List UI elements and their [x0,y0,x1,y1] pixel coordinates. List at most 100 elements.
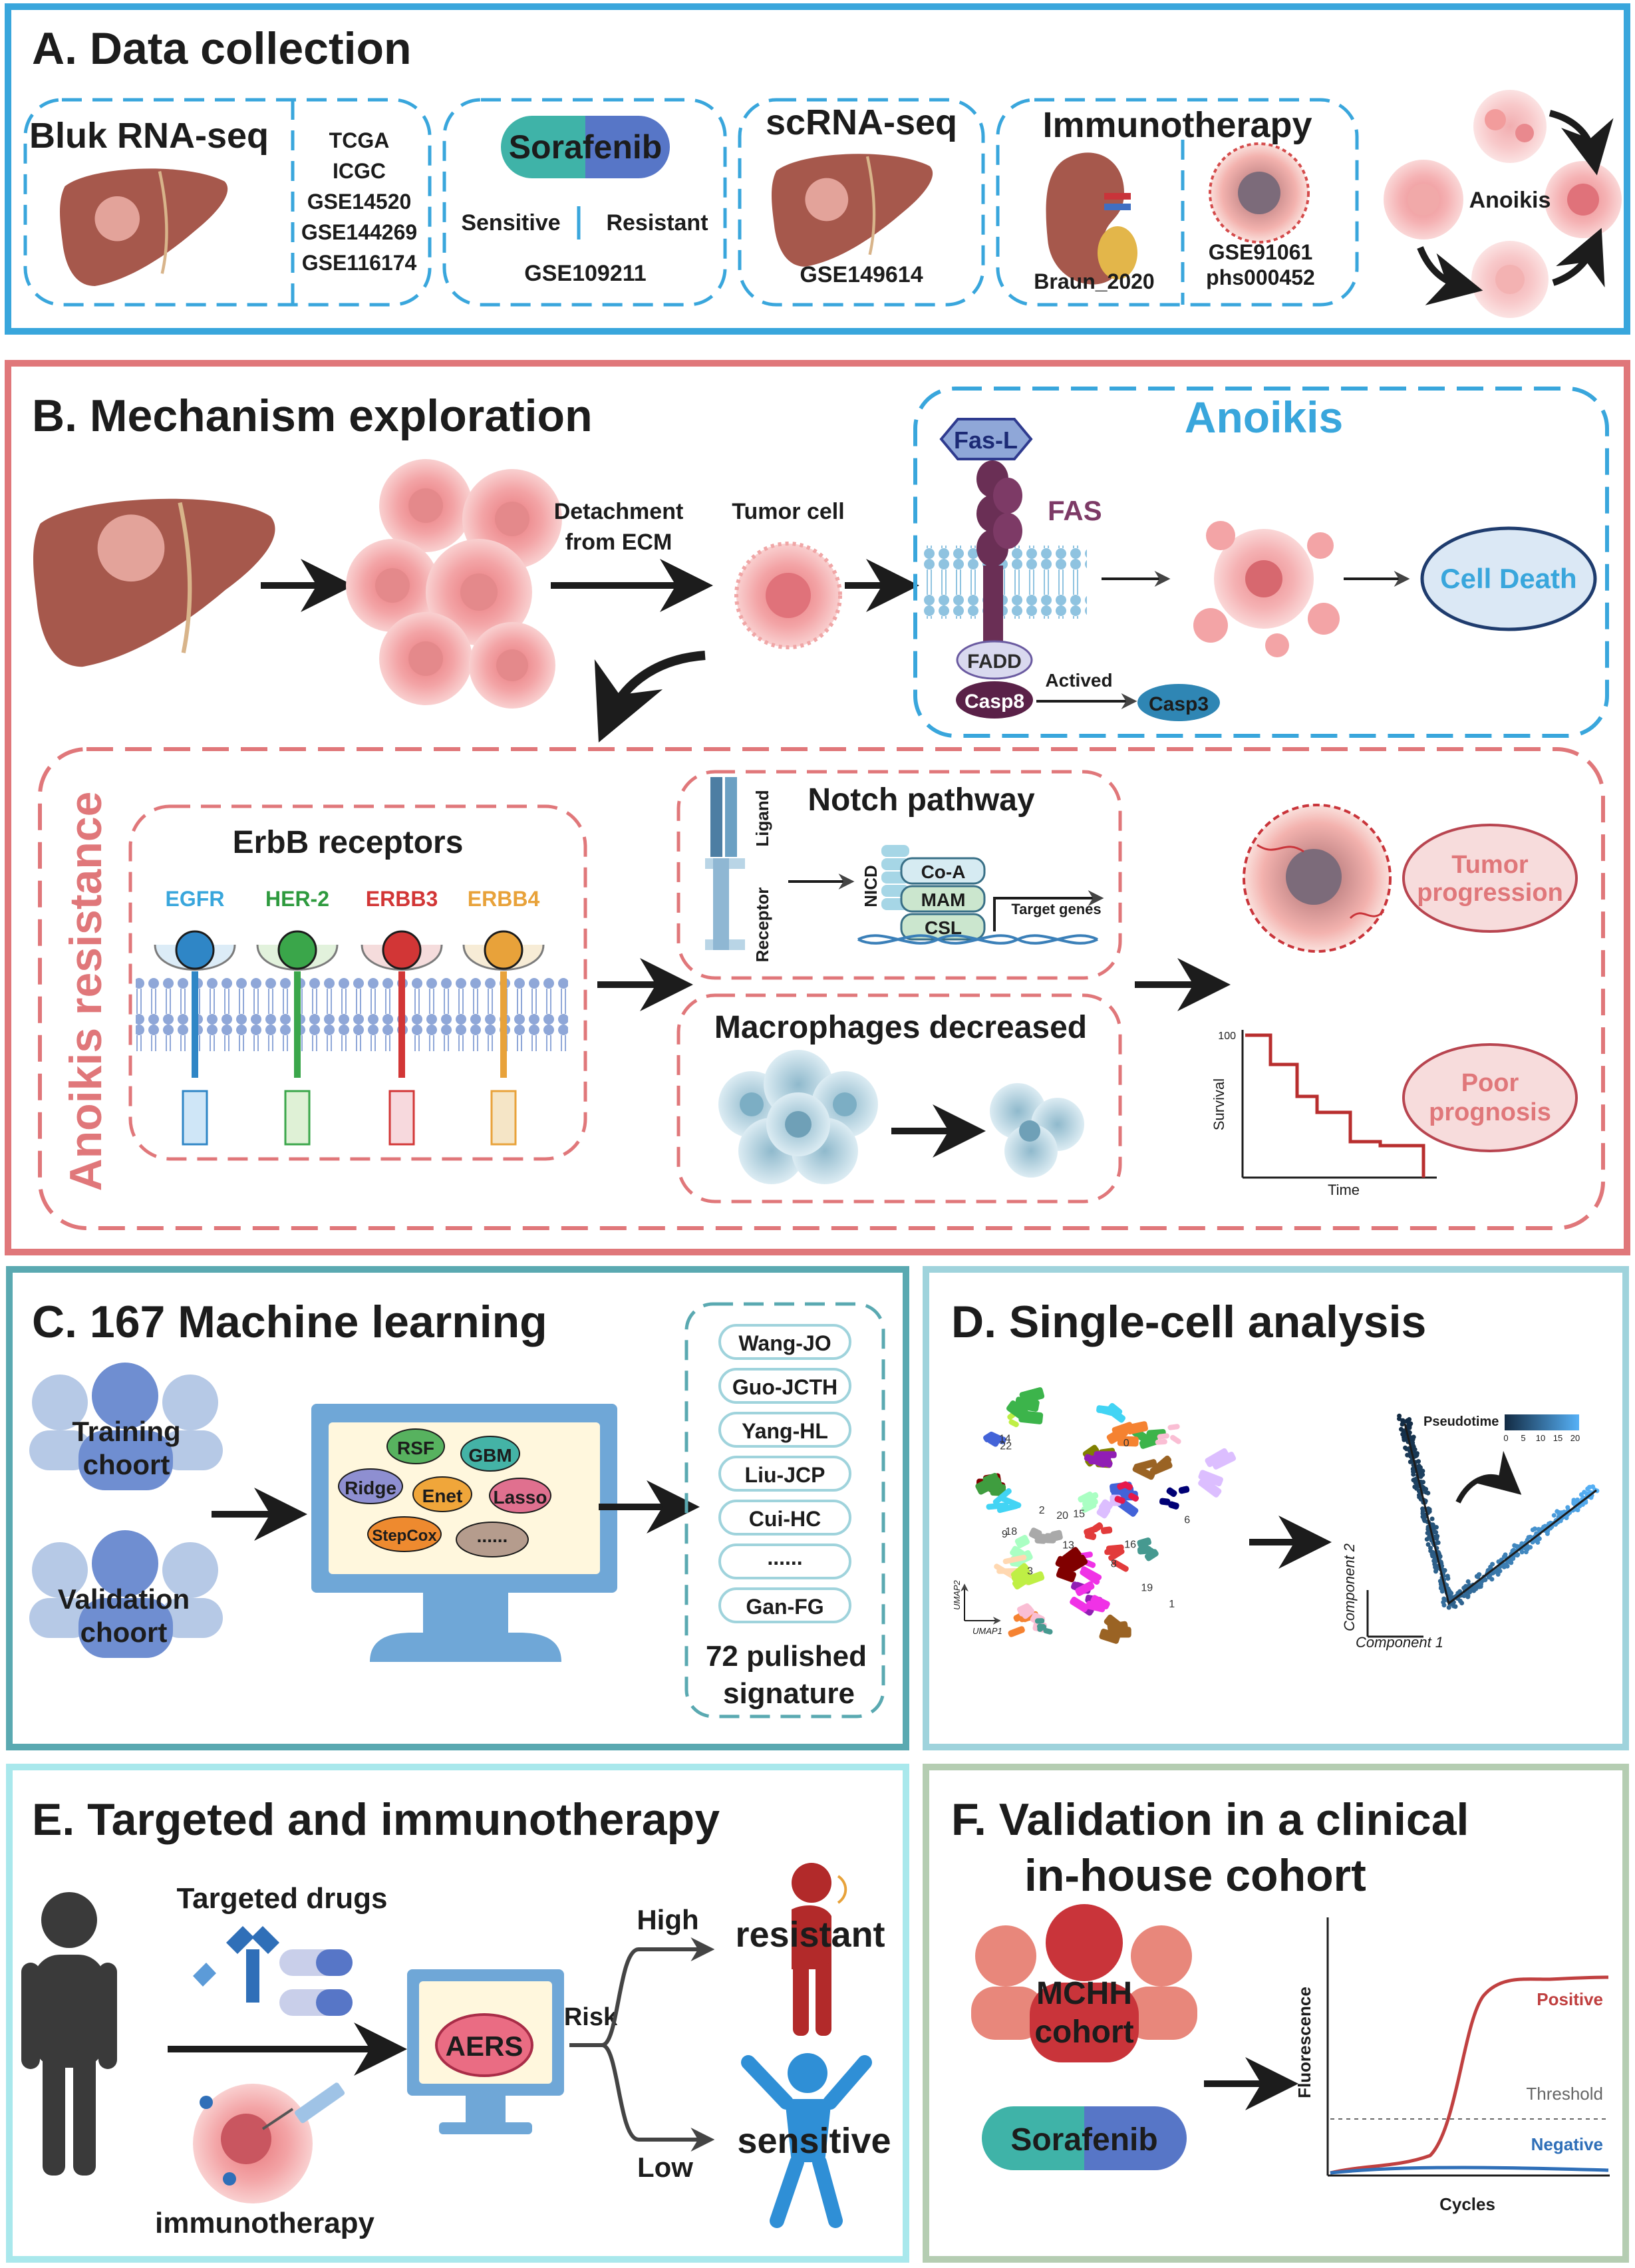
umap-cell [1096,1504,1111,1519]
umap-cell [1080,1569,1100,1585]
trajectory-point [1534,1538,1539,1543]
umap-cell [1166,1487,1177,1498]
trajectory-point [1406,1420,1412,1426]
trajectory-point [1557,1511,1562,1516]
poor-prognosis-line2: prognosis [1429,1098,1551,1126]
panel-d: D. Single-cell analysis 2218209115062141… [923,1266,1629,1750]
method-ridge: Ridge [345,1478,396,1498]
umap-cell [987,1436,1000,1447]
umap-cell [1108,1548,1125,1561]
pseudotime-tick: 20 [1570,1433,1580,1443]
umap-cell [1106,1544,1124,1552]
traj-y-label: Component 2 [1341,1543,1358,1631]
trajectory-plot [1397,1413,1600,1610]
trajectory-point [1445,1576,1451,1581]
casp3-icon [1137,684,1220,721]
immuno-dataset: phs000452 [1206,265,1315,289]
sorafenib-label: Sorafenib [1010,2122,1157,2158]
survival-ymax: 100 [1218,1031,1236,1042]
umap-cell [1178,1486,1190,1494]
trajectory-point [1433,1530,1439,1535]
target-genes-label: Target genes [1011,901,1101,917]
macrophage-box [676,993,1122,1204]
panel-a-title: A. Data collection [32,23,412,74]
membrane-icon [136,978,568,1051]
trajectory-point [1465,1593,1471,1599]
receptor-label: Receptor [752,888,772,963]
umap-cell [1024,1571,1045,1585]
detach-line1: Detachment [554,499,684,524]
umap-cell [1112,1559,1129,1572]
trajectory-point [1430,1553,1435,1559]
cohort-line2: cohort [1034,2015,1133,2050]
poor-prognosis-line1: Poor [1461,1069,1519,1097]
fasl-label: Fas-L [954,426,1018,454]
sorafenib-label: Sorafenib [509,128,663,166]
signature-item [718,1368,851,1404]
tumor-progression-badge [1402,824,1578,933]
liver-icon [772,154,933,267]
trajectory-point [1495,1568,1500,1573]
trajectory-point [1429,1516,1435,1522]
signature-label: Gan-FG [746,1595,823,1619]
pseudotime-colorbar [1505,1414,1579,1430]
method-lasso: Lasso [494,1487,547,1508]
umap-cell [1028,1528,1042,1540]
dying-cell-icon [1193,521,1340,657]
immunotherapy-icon [193,2082,345,2203]
tumor-cell-label: Tumor cell [732,499,844,524]
umap-cell [1008,1626,1025,1637]
trajectory-point [1408,1459,1413,1464]
immuno-dataset: GSE91061 [1209,240,1313,264]
umap-cell [1070,1597,1089,1613]
bulk-title: Bluk RNA-seq [29,116,269,156]
casp8-icon [956,681,1033,719]
umap-cell [1170,1434,1181,1444]
casp3-label: Casp3 [1149,693,1209,715]
umap-cell [1168,1501,1179,1510]
aers-badge [435,2013,533,2077]
trajectory-point [1515,1552,1521,1557]
validation-line1: Validation [58,1583,190,1615]
trajectory-point [1425,1542,1431,1547]
umap-cell [1155,1438,1167,1445]
umap-cell [994,1434,1006,1444]
trajectory-point [1400,1432,1406,1437]
her2-label: HER-2 [265,887,329,911]
panel-b-title: B. Mechanism exploration [32,391,593,441]
trajectory-point [1403,1445,1408,1450]
umap-cluster-label: 9 [1002,1529,1008,1540]
trajectory-point [1417,1470,1422,1475]
macrophage-few-icon [990,1083,1084,1178]
trajectory-point [1585,1486,1590,1492]
trajectory-point [1405,1452,1410,1458]
trajectory-arrow [1455,1450,1522,1504]
immuno-box [996,98,1359,307]
ligand-label: Ligand [752,790,772,846]
panel-d-frame [923,1266,1629,1750]
training-line1: Training [72,1416,180,1447]
umap-cell [1008,1419,1019,1428]
scrna-dataset: GSE149614 [800,262,923,287]
tumor-icon [1243,804,1392,953]
panel-c: C. 167 Machine learning Training choort … [6,1266,909,1750]
cohort-icon [971,1904,1197,2062]
scrna-title: scRNA-seq [766,102,957,142]
trajectory-point [1413,1453,1419,1458]
positive-label: Positive [1537,1989,1603,2009]
trajectory-point [1411,1468,1416,1473]
umap-cell [1198,1477,1222,1498]
umap-cell [1117,1482,1128,1490]
notch-ligand-icon [705,777,745,950]
umap-cell [1043,1627,1053,1635]
erbb-title: ErbB receptors [233,825,464,860]
trajectory-point [1397,1413,1402,1418]
umap-cell [1062,1547,1082,1565]
mam-label: MAM [921,890,966,910]
cohort-line1: MCHH [1036,1976,1132,2011]
liver-icon [60,168,228,286]
panel-b: B. Mechanism exploration Detachment from… [5,360,1630,1255]
umap-cell [1128,1492,1139,1502]
method-stepcox: StepCox [372,1527,437,1545]
trajectory-point [1503,1562,1509,1567]
